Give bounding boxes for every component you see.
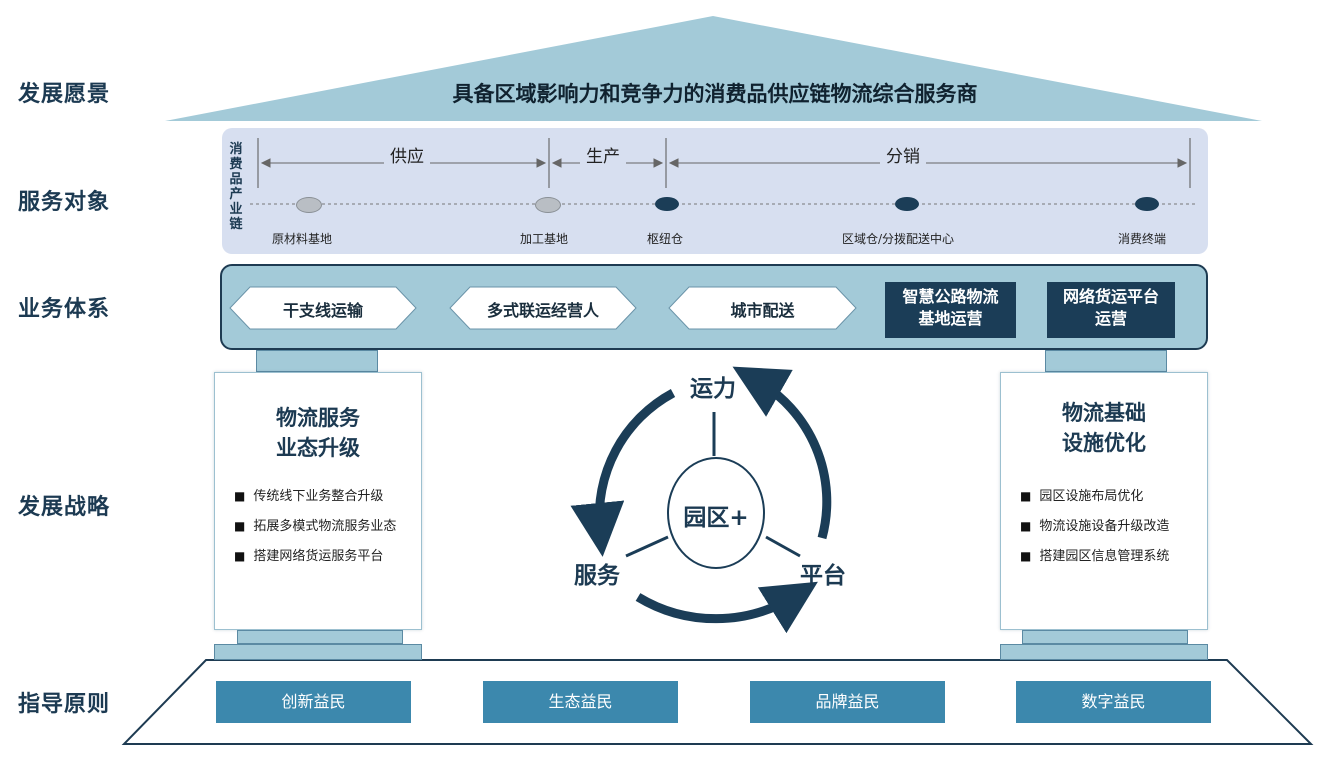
left-pillar-top-cap: [256, 350, 378, 372]
row-label-vision: 发展愿景: [18, 82, 111, 107]
node-label-processing: 加工基地: [520, 232, 569, 246]
right-bullet-3: 搭建园区信息管理系统: [1020, 545, 1169, 564]
node-label-hub: 枢纽仓: [647, 232, 684, 246]
left-pillar-base-upper: [237, 630, 403, 644]
row-label-service-target: 服务对象: [18, 190, 111, 215]
segment-distribution: 分销: [880, 142, 926, 167]
chain-node-raw-material: [296, 197, 322, 213]
left-pillar-title: 物流服务 业态升级: [214, 403, 422, 463]
business-item-multimodal: 多式联运经营人: [486, 301, 599, 320]
smart-base-line1: 智慧公路物流: [902, 287, 999, 306]
chain-node-terminal: [1135, 197, 1159, 211]
right-bullet-2: 物流设施设备升级改造: [1020, 515, 1169, 534]
segment-production: 生产: [580, 142, 626, 167]
right-pillar-top-cap: [1045, 350, 1167, 372]
cycle-arc-top-left: [570, 389, 676, 557]
cycle-top-text: 运力: [690, 376, 736, 402]
cycle-center-ellipse: [667, 457, 765, 569]
cycle-left-text: 服务: [574, 563, 620, 589]
cycle-center-text: 园区+: [683, 505, 749, 531]
row-label-business-system: 业务体系: [18, 297, 111, 322]
left-pillar-base-lower: [214, 644, 422, 660]
left-bullet-3: 搭建网络货运服务平台: [234, 545, 383, 564]
chain-node-regional: [895, 197, 919, 211]
hex-city-delivery: [668, 286, 857, 330]
left-bullet-2: 拓展多模式物流服务业态: [234, 515, 396, 534]
node-label-raw-material: 原材料基地: [272, 232, 333, 246]
chain-node-processing: [535, 197, 561, 213]
row-label-principles: 指导原则: [18, 692, 111, 717]
hex-trunk-transport: [229, 286, 417, 330]
principle-ecology: 生态益民: [483, 681, 678, 723]
right-pillar-base-upper: [1022, 630, 1188, 644]
business-item-trunk: 干支线运输: [282, 301, 363, 320]
spoke-right: [765, 535, 801, 558]
right-bullet-1: 园区设施布局优化: [1020, 485, 1143, 504]
chain-vertical-label: 消费品产业链: [229, 142, 243, 232]
left-pillar-title-line2: 业态升级: [276, 436, 360, 460]
principle-brand: 品牌益民: [750, 681, 945, 723]
chain-node-hub: [655, 197, 679, 211]
right-pillar-title-line1: 物流基础: [1062, 401, 1146, 425]
foundation: [121, 659, 1314, 745]
node-label-terminal: 消费终端: [1118, 232, 1167, 246]
network-freight-line1: 网络货运平台: [1062, 287, 1159, 306]
principle-innovation: 创新益民: [216, 681, 411, 723]
business-item-smart-base: 智慧公路物流 基地运营: [885, 282, 1016, 338]
vision-text: 具备区域影响力和竞争力的消费品供应链物流综合服务商: [452, 82, 978, 106]
right-pillar-title-line2: 设施优化: [1062, 431, 1146, 455]
left-bullet-1: 传统线下业务整合升级: [234, 485, 383, 504]
business-item-network-freight: 网络货运平台 运营: [1047, 282, 1175, 338]
row-label-strategy: 发展战略: [18, 495, 111, 520]
left-pillar-title-line1: 物流服务: [276, 406, 360, 430]
business-item-city: 城市配送: [730, 301, 795, 320]
principle-digital: 数字益民: [1016, 681, 1211, 723]
roof: [165, 16, 1262, 121]
cycle-arc-right: [732, 366, 832, 540]
cycle-arc-bottom: [635, 581, 818, 634]
spoke-left: [625, 535, 669, 558]
segment-supply: 供应: [384, 142, 430, 167]
hex-multimodal: [449, 286, 637, 330]
smart-base-line2: 基地运营: [918, 309, 983, 328]
right-pillar-base-lower: [1000, 644, 1208, 660]
network-freight-line2: 运营: [1094, 309, 1127, 328]
right-pillar-title: 物流基础 设施优化: [1000, 398, 1208, 458]
node-label-regional: 区域仓/分拨配送中心: [842, 232, 955, 246]
cycle-right-text: 平台: [800, 563, 846, 589]
